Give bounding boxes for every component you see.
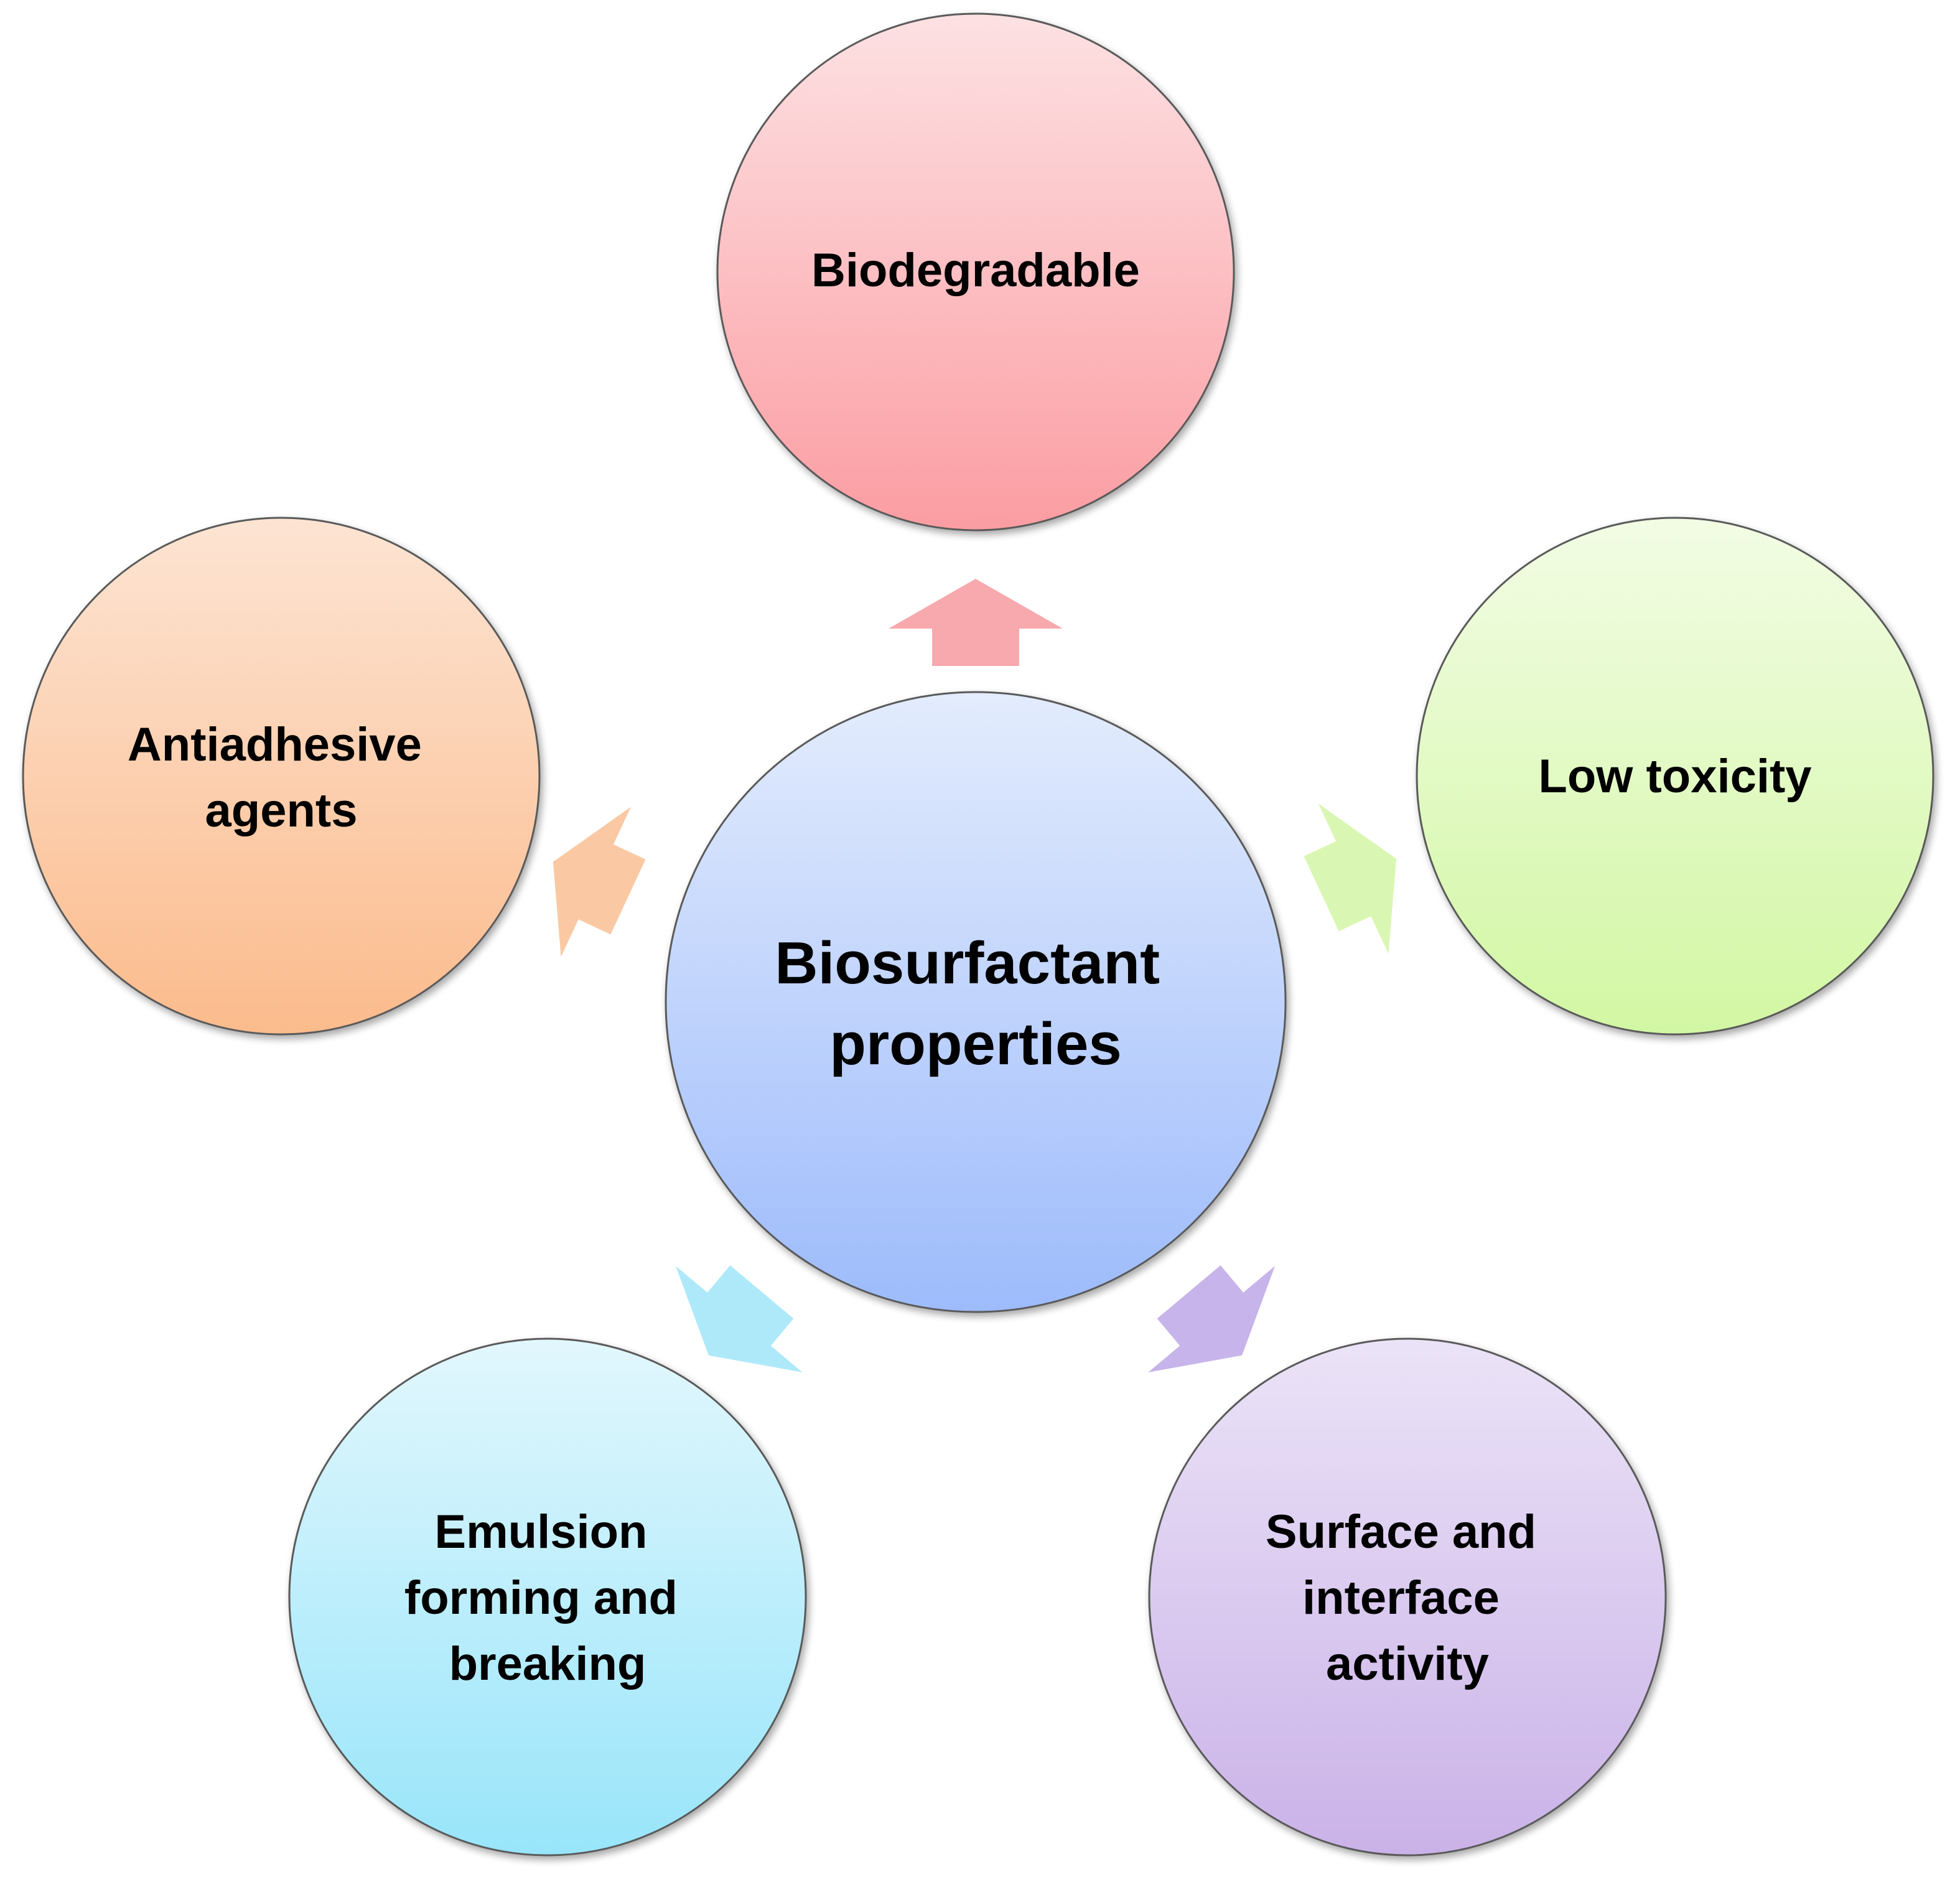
antiadhesive-line-1: Antiadhesive <box>128 718 422 771</box>
emulsion-line-2: forming and <box>404 1571 678 1624</box>
node-surface-interface: Surface and interface activity <box>1148 1337 1667 1857</box>
center-title-line-2: properties <box>829 1011 1121 1077</box>
node-antiadhesive: Antiadhesive agents <box>22 517 541 1036</box>
center-title-line-1: Biosurfactant <box>775 930 1160 996</box>
surface-interface-line-1: Surface and <box>1266 1506 1536 1558</box>
svg-text:Surface and interface: Surface and interface activity <box>1266 1506 1549 1690</box>
surface-interface-line-3: activity <box>1326 1637 1489 1690</box>
center-node: Biosurfactant properties <box>665 691 1287 1313</box>
svg-text:Low toxicity: Low toxicity <box>1538 750 1811 803</box>
node-biodegradable: Biodegradable <box>716 12 1235 532</box>
emulsion-line-1: Emulsion <box>434 1506 647 1558</box>
emulsion-line-3: breaking <box>449 1637 646 1690</box>
arrow-to-low-toxicity <box>1304 803 1397 954</box>
svg-text:Emulsion forming and: Emulsion forming and breaking <box>404 1506 691 1690</box>
arrow-to-emulsion <box>675 1265 803 1373</box>
node-low-toxicity: Low toxicity <box>1416 517 1934 1036</box>
antiadhesive-line-2: agents <box>205 784 358 837</box>
low-toxicity-label: Low toxicity <box>1538 750 1811 803</box>
svg-text:Antiadhesive agents: Antiadhesive agents <box>128 718 435 837</box>
arrow-to-surface-interface <box>1148 1265 1276 1373</box>
biodegradable-label: Biodegradable <box>811 244 1140 297</box>
arrow-to-biodegradable <box>889 579 1063 666</box>
surface-interface-line-2: interface <box>1302 1571 1500 1624</box>
arrow-to-antiadhesive <box>553 807 646 957</box>
node-emulsion: Emulsion forming and breaking <box>288 1337 807 1857</box>
svg-text:Biodegradable: Biodegradable <box>811 244 1140 297</box>
svg-text:Biosurfactant properties: Biosurfactant properties <box>775 930 1176 1077</box>
